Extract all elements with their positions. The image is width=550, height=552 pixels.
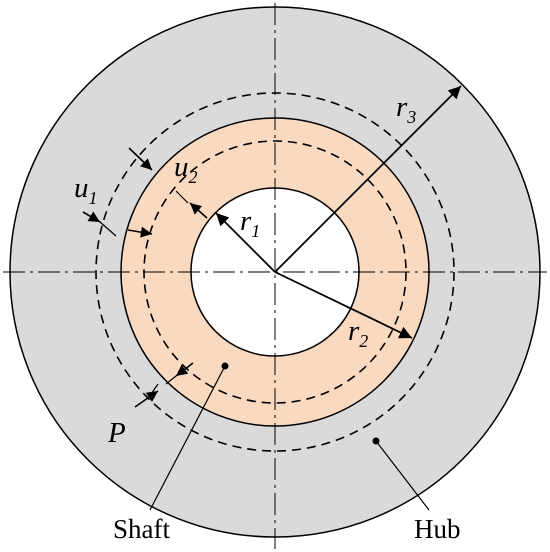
label-r3: r3 xyxy=(396,91,416,127)
u1-arrow-outer xyxy=(128,147,153,171)
u1-tick xyxy=(99,221,117,237)
hub-leader-dot xyxy=(372,437,380,445)
p-arrow-upper xyxy=(175,362,194,377)
r2-arrow xyxy=(274,271,413,339)
shaft-leader xyxy=(149,365,226,511)
label-r2: r2 xyxy=(348,315,368,351)
u2-arrow-b xyxy=(127,226,153,238)
r1-arrow xyxy=(215,212,276,273)
label-u2: u2 xyxy=(174,151,198,187)
shaft-leader-dot xyxy=(221,362,229,370)
p-arrow-lower xyxy=(134,390,159,408)
u1-arrow-inner xyxy=(82,211,101,223)
label-shaft: Shaft xyxy=(113,514,170,544)
label-r1: r1 xyxy=(240,205,260,241)
u2-arrow-a xyxy=(189,202,208,219)
label-u1: u1 xyxy=(74,172,98,208)
p-tick-upper xyxy=(165,375,177,385)
hub-leader xyxy=(375,440,430,511)
u2-tick-a xyxy=(175,190,189,204)
r3-arrow xyxy=(274,85,462,273)
label-hub: Hub xyxy=(414,514,461,544)
label-pressure: P xyxy=(107,417,126,449)
